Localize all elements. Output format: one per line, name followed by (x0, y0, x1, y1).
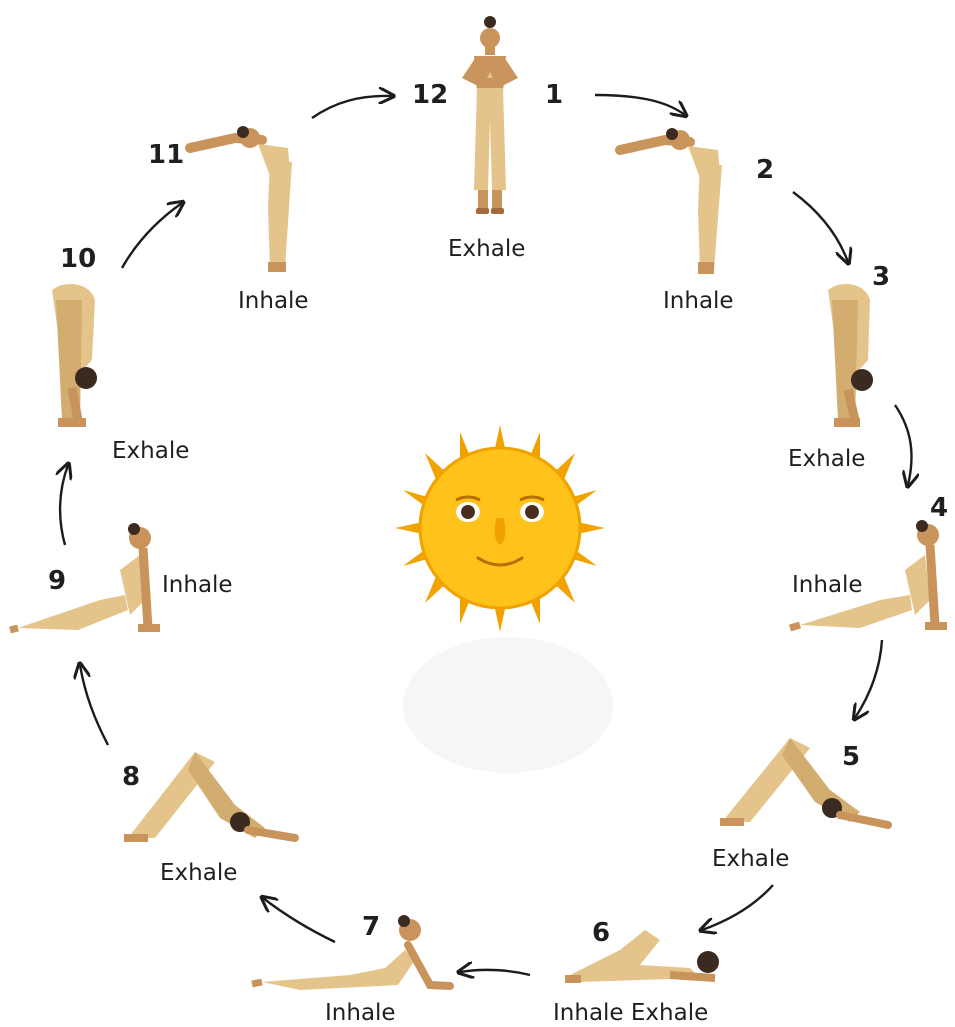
breath-label-2: Inhale (663, 288, 734, 314)
breath-label-3: Exhale (788, 446, 865, 472)
step-number-12: 12 (412, 80, 448, 110)
step-number-3: 3 (872, 262, 890, 292)
breath-label-4: Inhale (792, 572, 863, 598)
pose-raised-arms-left (190, 126, 292, 272)
step-number-2: 2 (756, 155, 774, 185)
glow-shadow (403, 637, 613, 773)
breath-label-5: Exhale (712, 846, 789, 872)
step-number-11: 11 (148, 140, 184, 170)
pose-eight-limbed (565, 930, 719, 983)
step-number-7: 7 (362, 912, 380, 942)
step-number-4: 4 (930, 493, 948, 523)
pose-downward-dog-left (124, 752, 295, 842)
step-number-1: 1 (545, 80, 563, 110)
pose-cobra (252, 915, 450, 990)
sun-face-icon (395, 425, 605, 632)
step-number-5: 5 (842, 742, 860, 772)
pose-prayer-standing (462, 16, 518, 214)
step-number-8: 8 (122, 762, 140, 792)
breath-label-7: Inhale (325, 1000, 396, 1026)
breath-label-9: Inhale (162, 572, 233, 598)
step-number-6: 6 (592, 918, 610, 948)
pose-downward-dog-right (720, 738, 888, 826)
breath-label-8: Exhale (160, 860, 237, 886)
breath-label-11: Inhale (238, 288, 309, 314)
step-number-9: 9 (48, 566, 66, 596)
step-number-10: 10 (60, 244, 96, 274)
pose-lunge-left (10, 523, 160, 632)
pose-raised-arms-right (620, 128, 722, 274)
breath-label-6: Inhale Exhale (553, 1000, 708, 1026)
breath-label-1: Exhale (448, 236, 525, 262)
pose-forward-fold-left (52, 284, 97, 427)
breath-label-10: Exhale (112, 438, 189, 464)
pose-forward-fold-right (828, 284, 873, 427)
